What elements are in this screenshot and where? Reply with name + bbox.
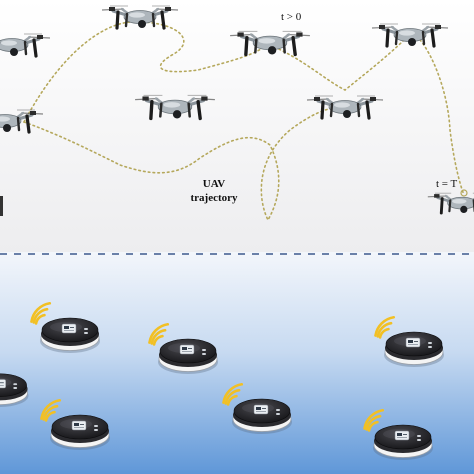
uav-drone-icon (427, 192, 474, 215)
uav-drone-icon (306, 95, 384, 120)
drones-layer (0, 5, 474, 215)
label-trajectory: trajectory (190, 192, 238, 204)
uav-drone-icon (0, 33, 51, 58)
uav-drone-icon (135, 94, 215, 121)
uav-drone-icon (101, 5, 179, 30)
wifi-signal-icon (40, 398, 62, 422)
ground-robot-icon (40, 398, 110, 450)
wifi-signal-icon (30, 301, 52, 325)
ground-robot-icon (374, 315, 444, 367)
ground-robot-icon (148, 322, 218, 374)
wifi-signal-icon (363, 408, 385, 432)
label-t-end: t = T (436, 178, 458, 190)
uav-drone-icon (230, 30, 310, 57)
ground-robot-icon (0, 373, 29, 407)
ground-robot-icon (30, 301, 100, 353)
label-uav: UAV (203, 178, 225, 190)
uav-drone-icon (371, 23, 449, 48)
wifi-signal-icon (148, 322, 170, 346)
trajectory-end-marker (460, 189, 468, 197)
uav-drone-icon (0, 109, 44, 134)
robots-layer (0, 301, 444, 460)
wifi-signal-icon (374, 315, 396, 339)
edge-mark (0, 196, 3, 216)
uav-trajectory-loop (23, 106, 346, 222)
label-t-start: t > 0 (281, 11, 302, 23)
ground-robot-icon (222, 382, 292, 434)
wifi-signal-icon (222, 382, 244, 406)
ground-robot-icon (363, 408, 433, 460)
